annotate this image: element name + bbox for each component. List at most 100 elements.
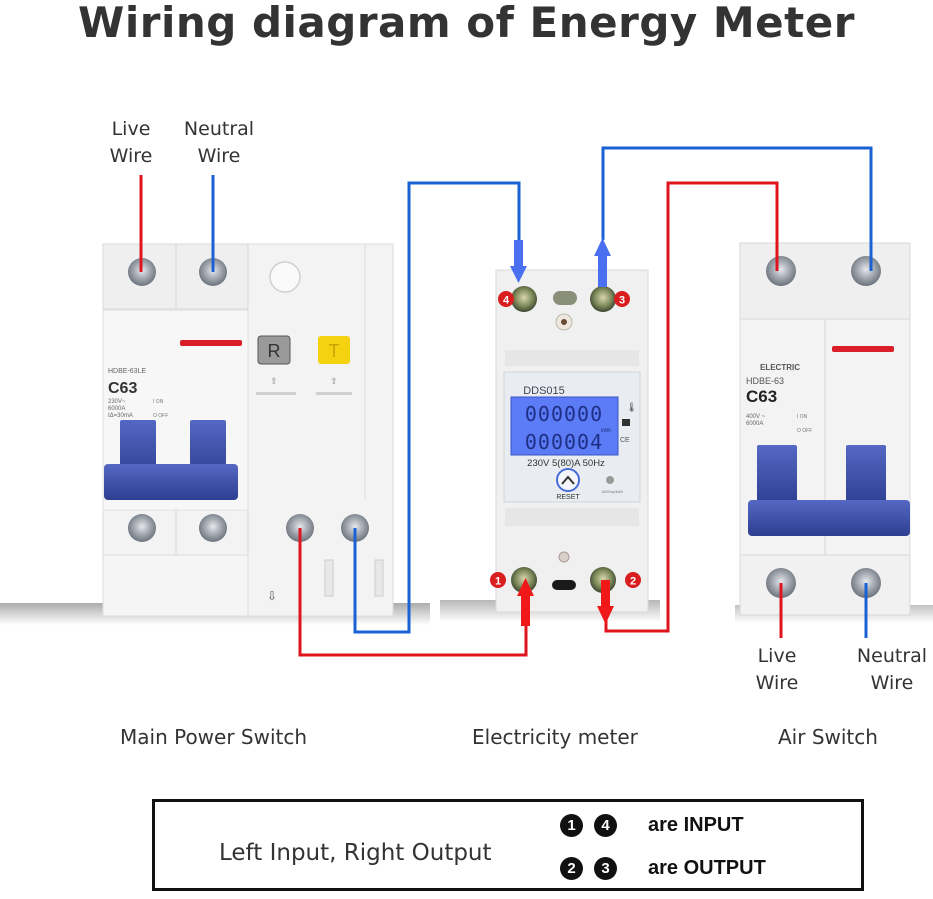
screw-icon [199,514,227,542]
legend-output-row: 2 3 are OUTPUT [560,857,766,880]
legend-input-row: 1 4 are INPUT [560,814,744,837]
seal-slot [552,580,576,590]
on-label: I ON [797,414,808,420]
seal-hole-center [561,319,567,325]
meter-top-lip [505,350,639,366]
reset-button-letter: R [268,341,281,361]
main-switch-model: HDBE-63LE [108,368,146,375]
spec-line: 400V ~ [746,414,766,420]
number-badge-icon: 3 [594,857,617,880]
main-switch-rating: C63 [108,380,137,397]
terminal-badge-1 [490,572,506,588]
diagram-title: Wiring diagram of Energy Meter [78,0,855,47]
bottom-base [102,554,249,617]
number-badge-icon: 2 [560,857,583,880]
handle-bar [748,500,910,536]
terminal-badge-4 [498,291,514,307]
air-switch-label: Air Switch [778,725,878,749]
spec-line: IΔ=30mA [108,413,133,419]
screw-icon [128,514,156,542]
red-indicator-bar [180,340,242,346]
air-switch-rating: C63 [746,387,777,406]
terminal-1-screw [511,567,537,593]
arrow-up-icon [517,578,534,596]
impulse-rate: 1600imp/kWh [601,490,622,494]
legend-input-text: are INPUT [648,814,744,836]
off-label: O OFF [153,413,168,419]
arrow-shaft [601,580,610,610]
terminal-pin [324,559,334,597]
seal-window [553,291,577,305]
input-neutral-wire-label: Neutral Wire [172,116,266,170]
reset-label: RESET [556,494,580,501]
terminal-4-screw [511,286,537,312]
ce-mark-icon: CE [620,437,630,444]
air-switch-model: HDBE-63 [746,376,784,386]
output-neutral-wire-label: Neutral Wire [845,643,933,697]
label-line: Live [757,645,797,667]
label-line: Wire [870,672,914,694]
on-label: I ON [153,399,164,405]
neutral-wire-to-meter-4 [353,181,521,634]
air-switch: ELECTRIC HDBE-63 C63 400V ~ 6000A I ON O… [735,242,933,623]
label-line: Neutral [856,645,928,667]
meter-bottom-lip [505,508,639,526]
number-badge-icon: 4 [594,814,617,837]
air-switch-brand: ELECTRIC [760,363,800,372]
electricity-meter-label: Electricity meter [472,725,638,749]
test-button-t [318,336,350,364]
lcd-screen [510,396,619,456]
terminal-number: 2 [630,576,636,588]
terminal-badge-3 [614,291,630,307]
label-line: Neutral [183,118,255,140]
wires [139,146,873,657]
pulse-led [606,476,614,484]
legend-main-text: Left Input, Right Output [219,840,492,866]
label-line: Wire [109,145,153,167]
flow-arrows [510,238,614,626]
arrow-shaft [521,592,530,626]
top-terminal-block [739,242,911,320]
live-wire-to-air-switch [604,181,779,633]
test-button-letter: T [329,341,340,361]
terminal-number: 3 [619,295,625,307]
chevron-up-icon [561,475,575,485]
square-icon [622,419,630,426]
label-line: Live [111,118,151,140]
neutral-wire-to-air-switch [601,146,873,271]
meter-model: DDS015 [523,385,565,397]
seal-hole [558,551,570,563]
arrow-up-icon: ⇧ [270,377,278,387]
terminal-pin [374,559,384,597]
terminal-number: 1 [495,576,501,588]
indicator-window [269,261,301,293]
toggle-handle [757,445,797,505]
lcd-reading-2: 000004 [525,430,603,454]
meter-spec: 230V 5(80)A 50Hz [527,458,605,469]
screw-icon [766,256,796,286]
terminal-badge-2 [625,572,641,588]
screw-icon [851,256,881,286]
legend-output-text: are OUTPUT [648,857,766,879]
reset-button-r [257,335,291,365]
arrow-up-icon [594,238,611,256]
arrow-down-icon [597,606,614,624]
bottom-terminal-block [739,554,911,616]
main-power-switch: R T ⇧ ⇧ HDBE-63LE C63 230V~ 6000A IΔ=30m… [0,243,430,625]
number-badge-icon: 1 [560,814,583,837]
reset-button [556,468,580,492]
arrow-down-icon [510,266,527,283]
wiring-diagram: R T ⇧ ⇧ HDBE-63LE C63 230V~ 6000A IΔ=30m… [0,146,933,657]
spec-line: 6000A [108,406,125,412]
toggle-handle [846,445,886,505]
spec-line: 6000A [746,421,763,427]
input-live-wire-label: Live Wire [100,116,162,170]
red-indicator-bar [832,346,894,352]
output-live-wire-label: Live Wire [746,643,808,697]
live-wire-to-meter-1 [298,528,528,657]
label-line: Wire [755,672,799,694]
lcd-reading-1: 000000 [525,402,603,426]
main-power-switch-label: Main Power Switch [120,725,308,749]
legend-box: Left Input, Right Output 1 4 are INPUT 2… [152,799,864,891]
off-label: O OFF [797,428,812,434]
